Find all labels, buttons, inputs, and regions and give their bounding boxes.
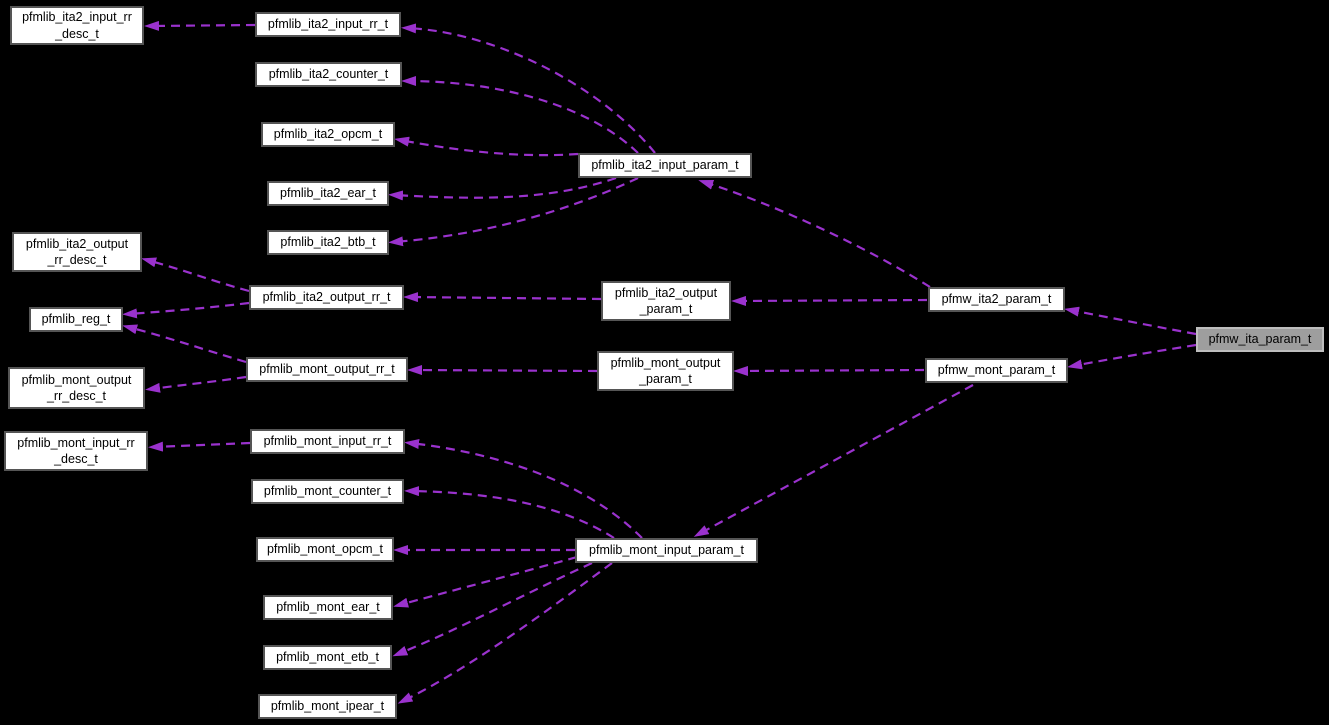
node-pfmlib-mont-output-rr-t[interactable]: pfmlib_mont_output_rr_t	[246, 357, 408, 382]
edge-pfmw-ita2-param-to-ita2-output-param	[731, 295, 928, 306]
edge-mont-input-param-to-mont-input-rr	[404, 439, 643, 539]
edge-mont-input-param-to-mont-ipear	[397, 562, 613, 704]
node-pfmlib-reg-t[interactable]: pfmlib_reg_t	[29, 307, 123, 332]
edge-ita2-input-param-to-ita2-ear	[388, 176, 617, 201]
edge-ita2-input-param-to-ita2-opcm	[394, 136, 579, 157]
node-pfmlib-mont-output-rr-desc-t[interactable]: pfmlib_mont_output _rr_desc_t	[8, 367, 145, 409]
node-pfmlib-mont-input-param-t[interactable]: pfmlib_mont_input_param_t	[575, 538, 758, 563]
node-pfmlib-ita2-opcm-t[interactable]: pfmlib_ita2_opcm_t	[261, 122, 395, 147]
edge-ita2-output-rr-to-ita2-output-rr-desc	[141, 257, 250, 293]
node-pfmlib-ita2-input-rr-desc-t[interactable]: pfmlib_ita2_input_rr _desc_t	[10, 6, 144, 45]
node-pfmlib-mont-etb-t[interactable]: pfmlib_mont_etb_t	[263, 645, 392, 670]
edge-ita2-input-param-to-ita2-counter	[401, 76, 639, 154]
node-pfmlib-ita2-btb-t[interactable]: pfmlib_ita2_btb_t	[267, 230, 389, 255]
node-pfmw-mont-param-t[interactable]: pfmw_mont_param_t	[925, 358, 1068, 383]
edge-pfmw-mont-param-to-mont-input-param	[693, 384, 974, 537]
node-pfmlib-mont-ipear-t[interactable]: pfmlib_mont_ipear_t	[258, 694, 397, 719]
node-pfmlib-ita2-input-param-t[interactable]: pfmlib_ita2_input_param_t	[578, 153, 752, 178]
edge-ita2-output-param-to-ita2-output-rr	[403, 292, 602, 303]
edge-pfmw-ita-param-to-pfmw-mont-param	[1067, 343, 1197, 370]
node-pfmlib-mont-input-rr-t[interactable]: pfmlib_mont_input_rr_t	[250, 429, 405, 454]
node-pfmlib-ita2-input-rr-t[interactable]: pfmlib_ita2_input_rr_t	[255, 12, 401, 37]
node-pfmlib-ita2-output-param-t[interactable]: pfmlib_ita2_output _param_t	[601, 281, 731, 321]
edge-ita2-output-rr-to-reg	[122, 301, 250, 319]
edge-ita2-input-param-to-ita2-btb	[388, 177, 639, 247]
node-pfmlib-ita2-ear-t[interactable]: pfmlib_ita2_ear_t	[267, 181, 389, 206]
node-pfmlib-ita2-output-rr-t[interactable]: pfmlib_ita2_output_rr_t	[249, 285, 404, 310]
node-pfmlib-mont-ear-t[interactable]: pfmlib_mont_ear_t	[263, 595, 393, 620]
edge-pfmw-ita2-param-to-ita2-input-param	[698, 179, 931, 288]
edge-mont-input-param-to-mont-counter	[404, 486, 615, 539]
edge-ita2-input-rr-to-ita2-input-rr-desc	[144, 20, 256, 31]
node-pfmlib-ita2-counter-t[interactable]: pfmlib_ita2_counter_t	[255, 62, 402, 87]
edge-mont-input-rr-to-mont-input-rr-desc	[148, 441, 251, 452]
edge-mont-output-rr-to-mont-output-rr-desc	[145, 375, 247, 393]
node-pfmlib-mont-input-rr-desc-t[interactable]: pfmlib_mont_input_rr _desc_t	[4, 431, 148, 471]
edge-pfmw-ita-param-to-pfmw-ita2-param	[1064, 306, 1197, 336]
edge-mont-input-param-to-mont-ear	[393, 555, 578, 608]
node-pfmw-ita-param-t: pfmw_ita_param_t	[1196, 327, 1324, 352]
node-pfmlib-mont-output-param-t[interactable]: pfmlib_mont_output _param_t	[597, 351, 734, 391]
node-pfmlib-mont-counter-t[interactable]: pfmlib_mont_counter_t	[251, 479, 404, 504]
node-pfmw-ita2-param-t[interactable]: pfmw_ita2_param_t	[928, 287, 1065, 312]
edge-mont-output-param-to-mont-output-rr	[407, 365, 598, 376]
edge-mont-output-rr-to-reg	[122, 324, 247, 364]
edge-ita2-input-param-to-ita2-input-rr	[401, 23, 656, 154]
edge-mont-input-param-to-mont-etb	[392, 562, 593, 657]
edge-pfmw-mont-param-to-mont-output-param	[733, 365, 925, 376]
node-pfmlib-ita2-output-rr-desc-t[interactable]: pfmlib_ita2_output _rr_desc_t	[12, 232, 142, 272]
node-pfmlib-mont-opcm-t[interactable]: pfmlib_mont_opcm_t	[256, 537, 394, 562]
